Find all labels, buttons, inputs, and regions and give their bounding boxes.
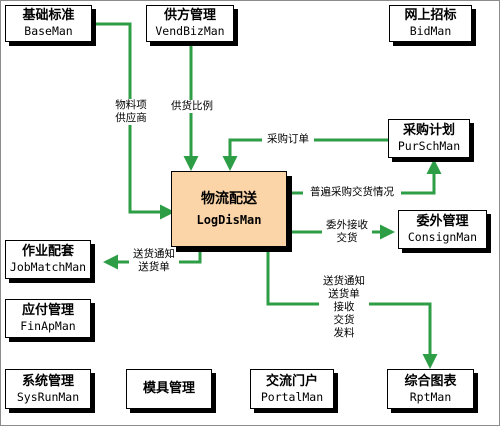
flow-label-logdis-to-consign: 委外接收交货 (322, 219, 372, 245)
module-logdis[interactable]: 物流配送 LogDisMan (171, 171, 287, 247)
module-consign-cn: 委外管理 (416, 214, 469, 229)
module-consign[interactable]: 委外管理 ConsignMan (398, 210, 487, 249)
module-sysrun-en: SysRunMan (16, 389, 80, 404)
module-mold[interactable]: 模具管理 (126, 369, 212, 409)
module-bid-en: BidMan (409, 24, 452, 38)
module-bid[interactable]: 网上招标 BidMan (389, 5, 472, 42)
module-logdis-en: LogDisMan (196, 212, 262, 227)
module-finap-cn: 应付管理 (21, 303, 74, 318)
arrow-pursch-to-logdis (222, 138, 388, 171)
module-logdis-cn: 物流配送 (201, 190, 257, 207)
module-sysrun-cn: 系统管理 (21, 373, 74, 389)
module-finap[interactable]: 应付管理 FinApMan (5, 299, 91, 338)
module-job-cn: 作业配套 (21, 244, 74, 259)
module-portal-en: PortalMan (260, 389, 324, 404)
module-consign-en: ConsignMan (407, 230, 478, 244)
module-portal-cn: 交流门户 (265, 373, 318, 389)
module-rpt-cn: 综合图表 (404, 373, 457, 389)
module-bid-cn: 网上招标 (404, 8, 457, 23)
flow-label-vend-to-logdis: 供货比例 (167, 100, 217, 113)
module-pursch[interactable]: 采购计划 PurSchMan (388, 119, 470, 158)
module-rpt[interactable]: 综合图表 RptMan (387, 369, 474, 409)
module-vend-cn: 供方管理 (163, 8, 216, 23)
flow-label-logdis-to-pursch: 普遍采购交货情况 (303, 186, 401, 199)
module-vend-en: VendBizMan (155, 24, 225, 38)
flow-label-logdis-to-job: 送货通知送货单 (129, 248, 179, 274)
flow-label-logdis-to-rpt: 送货通知送货单接收交货发料 (319, 275, 369, 340)
module-job[interactable]: 作业配套 JobMatchMan (5, 240, 91, 279)
module-pursch-en: PurSchMan (397, 139, 461, 153)
module-portal[interactable]: 交流门户 PortalMan (250, 369, 334, 409)
module-base-cn: 基础标准 (22, 8, 75, 23)
module-base[interactable]: 基础标准 BaseMan (5, 5, 92, 42)
module-vend[interactable]: 供方管理 VendBizMan (146, 5, 234, 42)
module-sysrun[interactable]: 系统管理 SysRunMan (5, 369, 91, 409)
flow-label-pursch-to-logdis: 采购订单 (262, 133, 314, 146)
flow-label-base-to-logdis: 物料项供应商 (109, 99, 153, 125)
module-mold-cn: 模具管理 (142, 381, 195, 396)
module-rpt-en: RptMan (409, 389, 452, 404)
module-base-en: BaseMan (24, 24, 73, 38)
module-pursch-cn: 采购计划 (402, 123, 455, 138)
module-finap-en: FinApMan (20, 319, 76, 333)
module-job-en: JobMatchMan (9, 260, 87, 274)
